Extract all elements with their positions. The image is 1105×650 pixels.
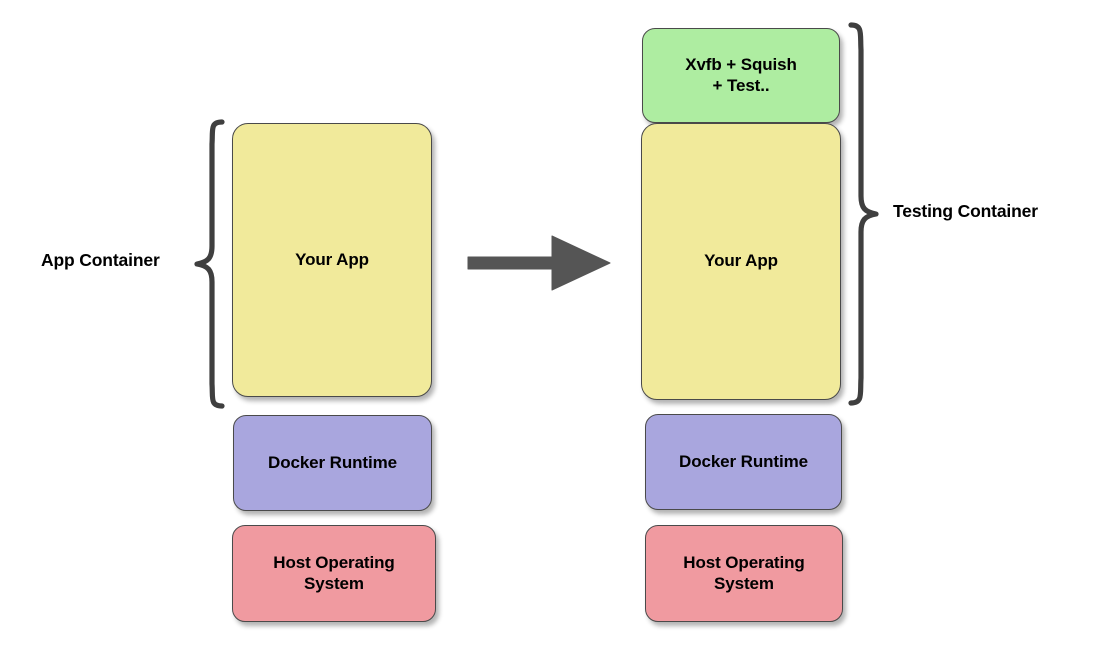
right-brace-icon bbox=[848, 22, 879, 406]
right-box-xvfb-squish-test-label: Xvfb + Squish + Test.. bbox=[685, 54, 797, 95]
right-box-host-operating-system-label: Host Operating System bbox=[683, 552, 805, 593]
right-box-host-operating-system: Host Operating System bbox=[645, 525, 843, 622]
left-brace-icon bbox=[194, 119, 225, 409]
left-box-your-app-label: Your App bbox=[295, 249, 369, 269]
right-box-your-app-label: Your App bbox=[704, 251, 778, 271]
right-box-docker-runtime-label: Docker Runtime bbox=[679, 451, 808, 471]
left-box-docker-runtime-label: Docker Runtime bbox=[268, 452, 397, 472]
left-box-docker-runtime: Docker Runtime bbox=[233, 415, 432, 511]
right-brace-label: Testing Container bbox=[893, 201, 1038, 221]
right-box-your-app: Your App bbox=[641, 123, 841, 400]
left-box-host-operating-system-label: Host Operating System bbox=[273, 552, 395, 593]
arrow-right-icon bbox=[467, 235, 611, 291]
left-box-host-operating-system: Host Operating System bbox=[232, 525, 436, 622]
left-brace-label: App Container bbox=[41, 250, 160, 270]
right-box-xvfb-squish-test: Xvfb + Squish + Test.. bbox=[642, 28, 840, 123]
right-box-docker-runtime: Docker Runtime bbox=[645, 414, 842, 510]
left-box-your-app: Your App bbox=[232, 123, 432, 397]
